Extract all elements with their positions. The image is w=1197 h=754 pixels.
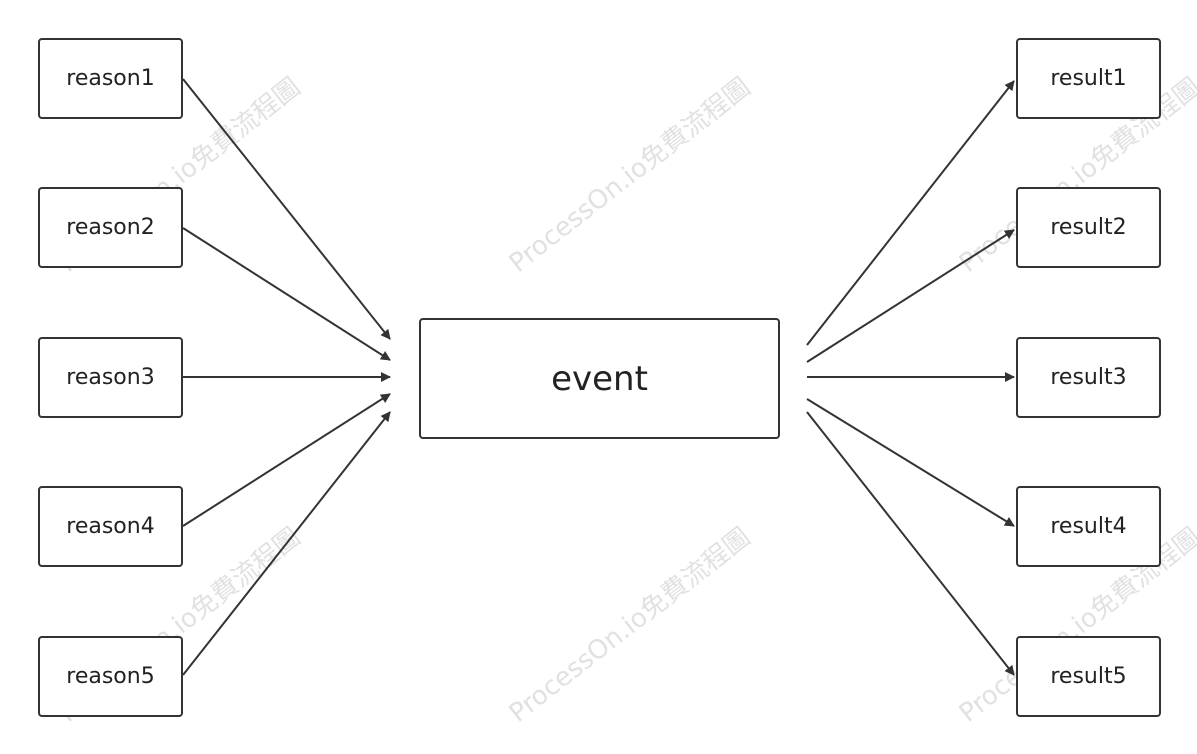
result-node[interactable]: result5 — [1016, 636, 1161, 717]
arrow-event-to-result1 — [806, 80, 1015, 346]
node-label: reason1 — [66, 66, 155, 91]
node-label: result1 — [1050, 66, 1127, 91]
node-label: result5 — [1050, 664, 1127, 689]
arrow-event-to-result4 — [806, 398, 1015, 527]
node-label: event — [551, 358, 648, 399]
reason-node[interactable]: reason5 — [38, 636, 183, 717]
node-label: reason4 — [66, 514, 155, 539]
node-label: result3 — [1050, 365, 1127, 390]
result-node[interactable]: result2 — [1016, 187, 1161, 268]
node-label: result4 — [1050, 514, 1127, 539]
reason-node[interactable]: reason1 — [38, 38, 183, 119]
node-label: reason5 — [66, 664, 155, 689]
node-label: reason2 — [66, 215, 155, 240]
result-node[interactable]: result3 — [1016, 337, 1161, 418]
result-node[interactable]: result1 — [1016, 38, 1161, 119]
arrow-reason2-to-event — [182, 227, 391, 361]
reason-node[interactable]: reason3 — [38, 337, 183, 418]
arrow-reason5-to-event — [182, 411, 391, 676]
arrow-event-to-result2 — [806, 229, 1015, 363]
arrow-event-to-result5 — [806, 411, 1015, 676]
reason-node[interactable]: reason4 — [38, 486, 183, 567]
arrow-reason4-to-event — [182, 393, 391, 527]
node-label: result2 — [1050, 215, 1127, 240]
result-node[interactable]: result4 — [1016, 486, 1161, 567]
node-label: reason3 — [66, 365, 155, 390]
reason-node[interactable]: reason2 — [38, 187, 183, 268]
event-node[interactable]: event — [419, 318, 780, 439]
arrow-reason1-to-event — [182, 78, 391, 340]
